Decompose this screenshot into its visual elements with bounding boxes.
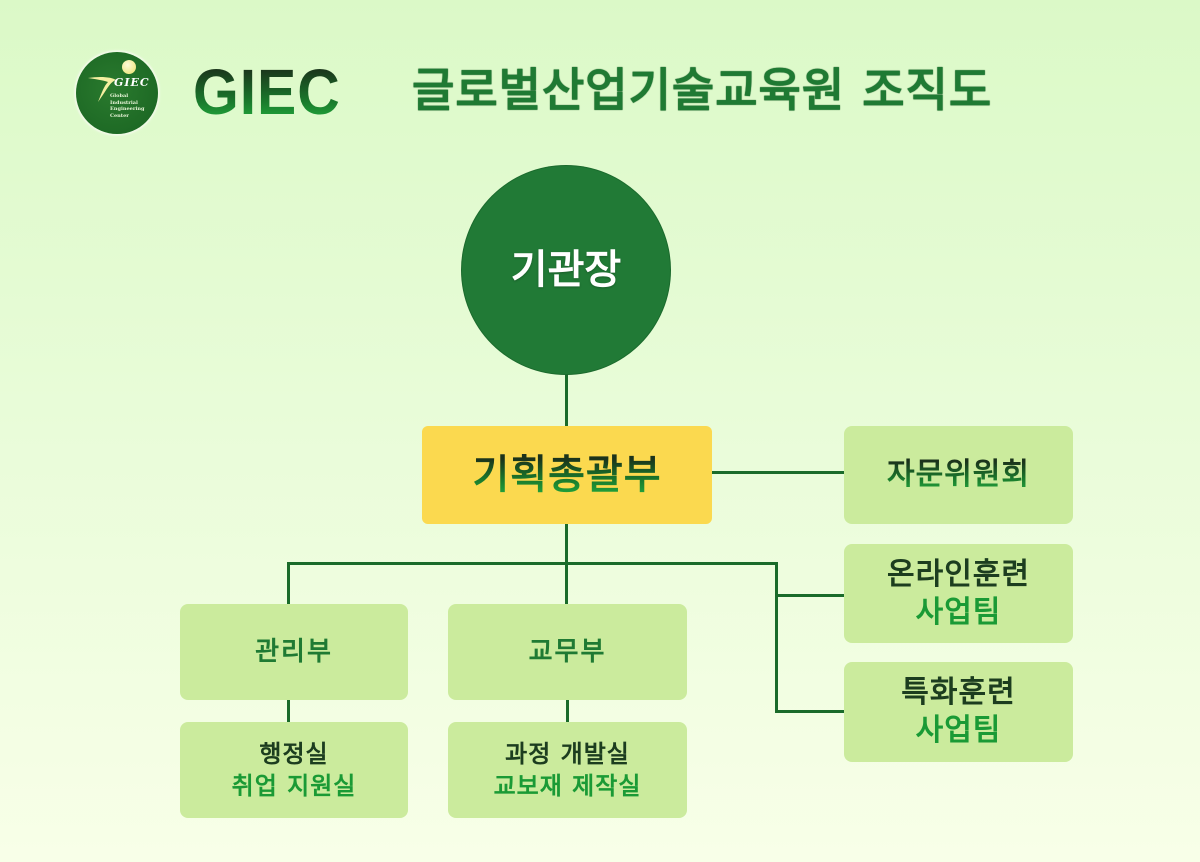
logo-subtitle-line: Global (110, 93, 129, 99)
logo-ball-icon (122, 60, 136, 74)
academic-sub-node: 과정 개발실 교보재 제작실 (448, 722, 687, 818)
academic-dept-label: 교무부 (528, 637, 607, 667)
logo-swoosh-icon (88, 76, 116, 102)
admin-sub-line1: 행정실 (259, 740, 329, 768)
connector-to-admin (287, 562, 290, 606)
academic-dept-node: 교무부 (448, 604, 687, 700)
admin-dept-label: 관리부 (255, 637, 333, 667)
connector-planning-down (565, 524, 568, 606)
logo-subtitle-line: Center (110, 112, 129, 119)
connector-academic-to-sub (566, 700, 569, 724)
connector-planning-to-advisory (711, 471, 845, 474)
connector-horizontal-bus (287, 562, 778, 565)
connector-to-online-team (775, 594, 845, 597)
online-training-label-line2: 사업팀 (915, 594, 1002, 630)
page-title: 글로벌산업기술교육원 조직도 (412, 63, 993, 117)
special-training-label-line2: 사업팀 (915, 713, 1002, 748)
planning-node: 기획총괄부 (422, 426, 712, 524)
logo-mark: GIEC (114, 76, 150, 89)
connector-to-special-team (775, 710, 845, 713)
online-training-team-node: 온라인훈련 사업팀 (844, 544, 1073, 643)
brand-wordmark: GIEC (193, 52, 341, 132)
head-node: 기관장 (462, 166, 670, 374)
connector-admin-to-sub (287, 700, 290, 724)
special-training-label-line1: 특화훈련 (901, 675, 1016, 710)
advisory-committee-node: 자문위원회 (844, 426, 1073, 524)
logo-subtitle-line: Engineering (110, 106, 145, 112)
head-label: 기관장 (510, 247, 622, 293)
admin-sub-node: 행정실 취업 지원실 (180, 722, 408, 818)
admin-dept-node: 관리부 (180, 604, 408, 700)
online-training-label-line1: 온라인훈련 (887, 556, 1030, 592)
logo-subtitle: Global Industrial Engineering Center (110, 93, 145, 119)
logo-subtitle-line: Industrial (110, 99, 138, 106)
connector-head-to-planning (565, 372, 568, 428)
giec-logo: GIEC Global Industrial Engineering Cente… (76, 52, 158, 134)
academic-sub-line1: 과정 개발실 (505, 740, 630, 768)
special-training-team-node: 특화훈련 사업팀 (844, 662, 1073, 762)
admin-sub-line2: 취업 지원실 (231, 772, 357, 800)
planning-label: 기획총괄부 (472, 452, 662, 498)
connector-right-vertical (775, 562, 778, 713)
advisory-committee-label: 자문위원회 (887, 457, 1030, 492)
academic-sub-line2: 교보재 제작실 (493, 772, 642, 800)
